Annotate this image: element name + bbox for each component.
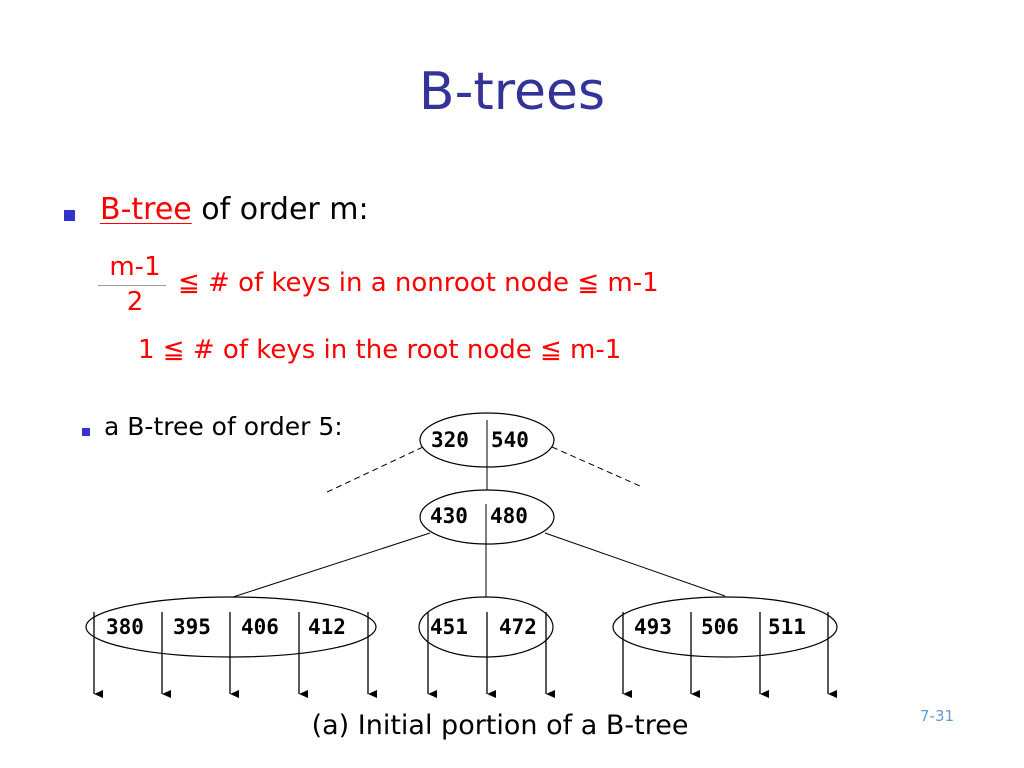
bullet-icon xyxy=(82,428,90,436)
left-leaf-key-2: 395 xyxy=(173,615,211,639)
dashed-edge-left xyxy=(324,446,424,494)
right-leaf-key-2: 506 xyxy=(701,615,739,639)
right-leaf-key-3: 511 xyxy=(768,615,806,639)
left-leaf-key-4: 412 xyxy=(308,615,346,639)
middle-node xyxy=(419,489,555,545)
fraction-bar xyxy=(98,285,166,286)
right-leaf-node xyxy=(612,596,838,658)
dashed-edge-right xyxy=(551,446,641,487)
right-leaf-key-1: 493 xyxy=(634,615,672,639)
root-key-bound: 1 ≦ # of keys in the root node ≦ m-1 xyxy=(138,335,622,365)
middle-key-1: 430 xyxy=(430,504,468,528)
center-leaf-key-2: 472 xyxy=(499,615,537,639)
figure-caption: (a) Initial portion of a B-tree xyxy=(311,710,689,741)
edge-middle-left-leaf xyxy=(229,532,431,599)
slide-title: B-trees xyxy=(418,62,606,122)
definition-rest: of order m: xyxy=(191,192,369,227)
page-number: 7-31 xyxy=(920,707,955,725)
left-leaf-node xyxy=(85,596,377,658)
btree-term-link[interactable]: B-tree xyxy=(100,192,192,227)
center-leaf-key-1: 451 xyxy=(430,615,468,639)
left-leaf-key-3: 406 xyxy=(241,615,279,639)
bullet-btree-definition: B-tree of order m: xyxy=(100,192,369,227)
child-pointer-arrows xyxy=(93,612,837,698)
left-leaf-key-1: 380 xyxy=(106,615,144,639)
edge-middle-right-leaf xyxy=(544,532,726,597)
bullet-order5-example: a B-tree of order 5: xyxy=(104,412,343,441)
fraction-numerator: m-1 xyxy=(109,252,161,282)
middle-key-2: 480 xyxy=(490,504,528,528)
fraction-denominator: 2 xyxy=(126,287,144,317)
center-leaf-node xyxy=(418,596,554,658)
bullet-icon xyxy=(64,210,75,221)
top-key-1: 320 xyxy=(431,428,469,452)
top-key-2: 540 xyxy=(491,428,529,452)
nonroot-key-bound: ≦ # of keys in a nonroot node ≦ m-1 xyxy=(178,268,659,298)
